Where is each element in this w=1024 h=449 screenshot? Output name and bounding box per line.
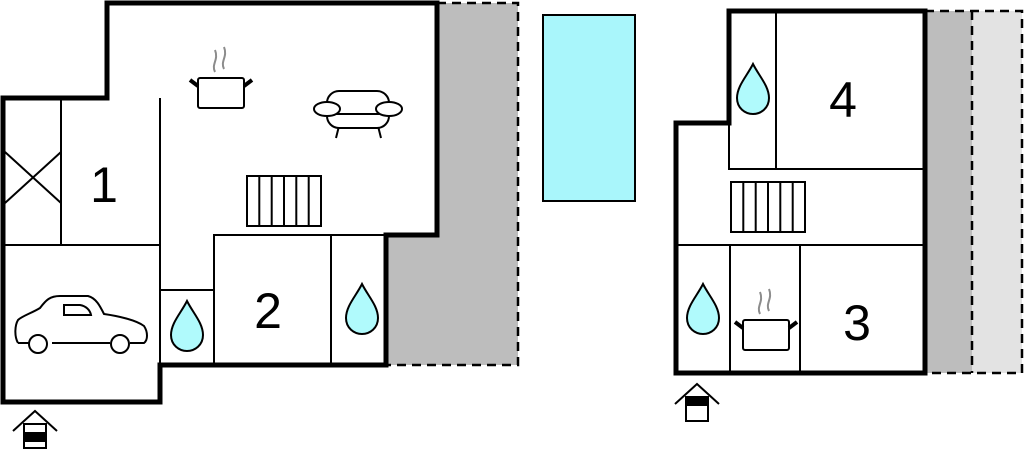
room-label-3: 3 — [843, 295, 871, 351]
stairs-icon — [246, 175, 322, 227]
room-label-4: 4 — [829, 72, 857, 128]
upper-floor-walls — [673, 8, 928, 376]
stairs-icon — [730, 181, 806, 233]
terrace-right — [925, 9, 1024, 375]
entrance-icon — [12, 410, 58, 449]
room-label-1: 1 — [90, 157, 118, 213]
water-drop-icon — [686, 283, 720, 335]
water-drop-icon — [345, 283, 379, 335]
terrace-left — [386, 1, 520, 367]
swimming-pool — [542, 14, 636, 202]
ground-floor-walls — [0, 0, 440, 405]
stove-icon — [733, 287, 799, 352]
stove-icon — [188, 45, 254, 110]
car-icon — [14, 295, 148, 354]
entrance-door — [686, 397, 708, 406]
water-drop-icon — [170, 300, 204, 352]
sofa-icon — [313, 90, 403, 139]
room-label-2: 2 — [254, 283, 282, 339]
water-drop-icon — [736, 63, 770, 115]
entrance-door — [24, 432, 46, 442]
